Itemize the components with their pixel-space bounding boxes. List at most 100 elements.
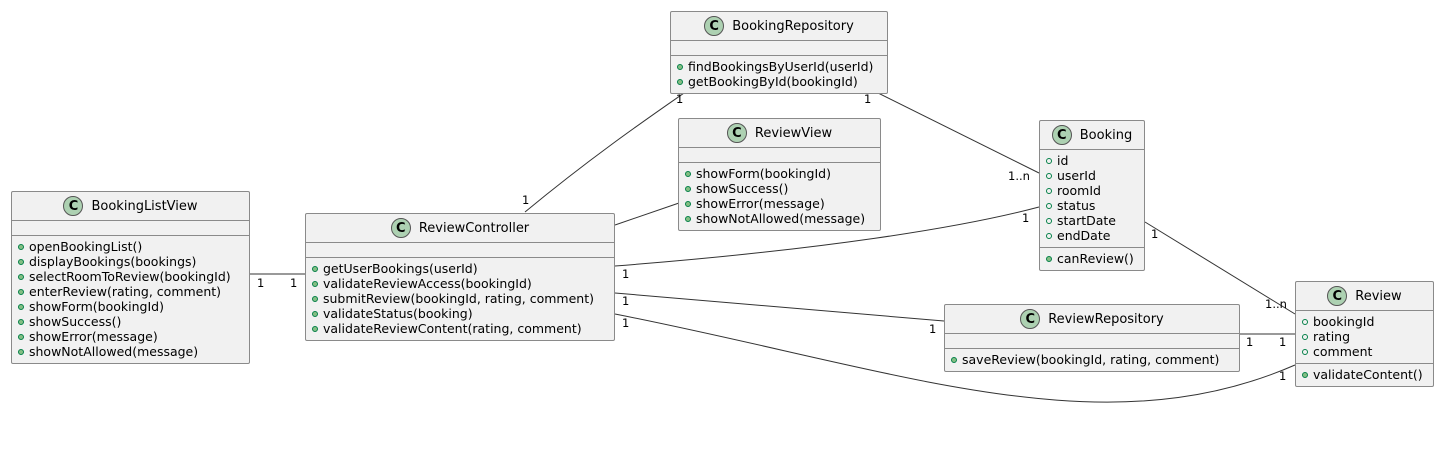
public-method-icon: [685, 215, 691, 222]
method-label: validateReviewContent(rating, comment): [323, 321, 582, 336]
public-method-icon: [18, 288, 24, 295]
field-label: rating: [1313, 329, 1351, 344]
multiplicity-from-label: 1: [522, 193, 530, 207]
method-label: findBookingsByUserId(userId): [688, 59, 874, 74]
method-label: showSuccess(): [696, 181, 789, 196]
multiplicity-to-label: 1: [290, 276, 298, 290]
public-field-icon: [1046, 232, 1052, 239]
class-field: rating: [1302, 329, 1433, 344]
method-label: submitReview(bookingId, rating, comment): [323, 291, 595, 306]
class-method: validateStatus(booking): [312, 306, 614, 321]
class-name: Booking: [1079, 127, 1133, 143]
class-method: showSuccess(): [18, 314, 249, 329]
class-icon: C: [1327, 286, 1348, 306]
fields-section: [679, 148, 880, 163]
class-method: showForm(bookingId): [685, 166, 880, 181]
method-label: getUserBookings(userId): [323, 261, 478, 276]
multiplicity-to-label: 1: [676, 92, 684, 106]
public-method-icon: [685, 170, 691, 177]
field-label: status: [1057, 198, 1096, 213]
class-method: showForm(bookingId): [18, 299, 249, 314]
association-reviewcontroller-review: [614, 313, 1296, 403]
association-reviewcontroller-bookingrepository: [524, 83, 698, 213]
class-method: displayBookings(bookings): [18, 254, 249, 269]
public-method-icon: [18, 348, 24, 355]
multiplicity-from-label: 1: [1151, 227, 1159, 241]
class-icon: C: [390, 218, 411, 238]
class-method: validateReviewAccess(bookingId): [312, 276, 614, 291]
multiplicity-to-label: 1: [1022, 211, 1030, 225]
class-method: enterReview(rating, comment): [18, 284, 249, 299]
methods-section: showForm(bookingId)showSuccess()showErro…: [679, 163, 880, 230]
association-bookingrepository-booking: [859, 83, 1040, 174]
fields-section: [945, 334, 1239, 349]
public-field-icon: [1046, 202, 1052, 209]
class-name: ReviewRepository: [1048, 311, 1164, 327]
association-reviewcontroller-reviewview: [614, 202, 680, 226]
class-method: getUserBookings(userId): [312, 261, 614, 276]
method-label: canReview(): [1057, 251, 1134, 266]
association-booking-review: [1144, 221, 1296, 315]
method-label: showNotAllowed(message): [29, 344, 199, 359]
multiplicity-to-label: 1: [1279, 369, 1287, 383]
method-label: validateStatus(booking): [323, 306, 473, 321]
methods-section: canReview(): [1040, 248, 1144, 270]
multiplicity-to-label: 1..n: [1008, 169, 1030, 183]
public-field-icon: [1046, 172, 1052, 179]
class-method: showNotAllowed(message): [18, 344, 249, 359]
public-method-icon: [18, 303, 24, 310]
method-label: displayBookings(bookings): [29, 254, 197, 269]
public-method-icon: [18, 318, 24, 325]
method-label: showSuccess(): [29, 314, 122, 329]
public-method-icon: [1046, 255, 1052, 262]
class-field: bookingId: [1302, 314, 1433, 329]
public-field-icon: [1046, 157, 1052, 164]
field-label: endDate: [1057, 228, 1111, 243]
class-method: validateReviewContent(rating, comment): [312, 321, 614, 336]
class-method: submitReview(bookingId, rating, comment): [312, 291, 614, 306]
multiplicity-from-label: 1: [622, 316, 630, 330]
class-name: BookingRepository: [732, 18, 854, 34]
multiplicity-to-label: 1..n: [1265, 297, 1287, 311]
public-method-icon: [18, 243, 24, 250]
public-method-icon: [18, 333, 24, 340]
method-label: validateReviewAccess(bookingId): [323, 276, 532, 291]
method-label: showNotAllowed(message): [696, 211, 866, 226]
field-label: bookingId: [1313, 314, 1375, 329]
fields-section: [12, 221, 249, 236]
public-method-icon: [312, 265, 318, 272]
class-method: showSuccess(): [685, 181, 880, 196]
methods-section: getUserBookings(userId)validateReviewAcc…: [306, 258, 614, 340]
public-field-icon: [1302, 318, 1308, 325]
multiplicity-from-label: 1: [1246, 335, 1254, 349]
class-name: BookingListView: [91, 198, 198, 214]
public-method-icon: [677, 63, 683, 70]
method-label: selectRoomToReview(bookingId): [29, 269, 231, 284]
method-label: showForm(bookingId): [29, 299, 164, 314]
multiplicity-to-label: 1: [1279, 335, 1287, 349]
public-method-icon: [685, 200, 691, 207]
public-field-icon: [1046, 187, 1052, 194]
class-icon: C: [1051, 125, 1072, 145]
class-field: startDate: [1046, 213, 1144, 228]
multiplicity-to-label: 1: [929, 322, 937, 336]
method-label: showError(message): [29, 329, 158, 344]
class-method: findBookingsByUserId(userId): [677, 59, 887, 74]
class-icon: C: [63, 196, 84, 216]
method-label: showForm(bookingId): [696, 166, 831, 181]
class-method: getBookingById(bookingId): [677, 74, 887, 89]
class-method: saveReview(bookingId, rating, comment): [951, 352, 1239, 367]
class-method: showNotAllowed(message): [685, 211, 880, 226]
class-field: endDate: [1046, 228, 1144, 243]
